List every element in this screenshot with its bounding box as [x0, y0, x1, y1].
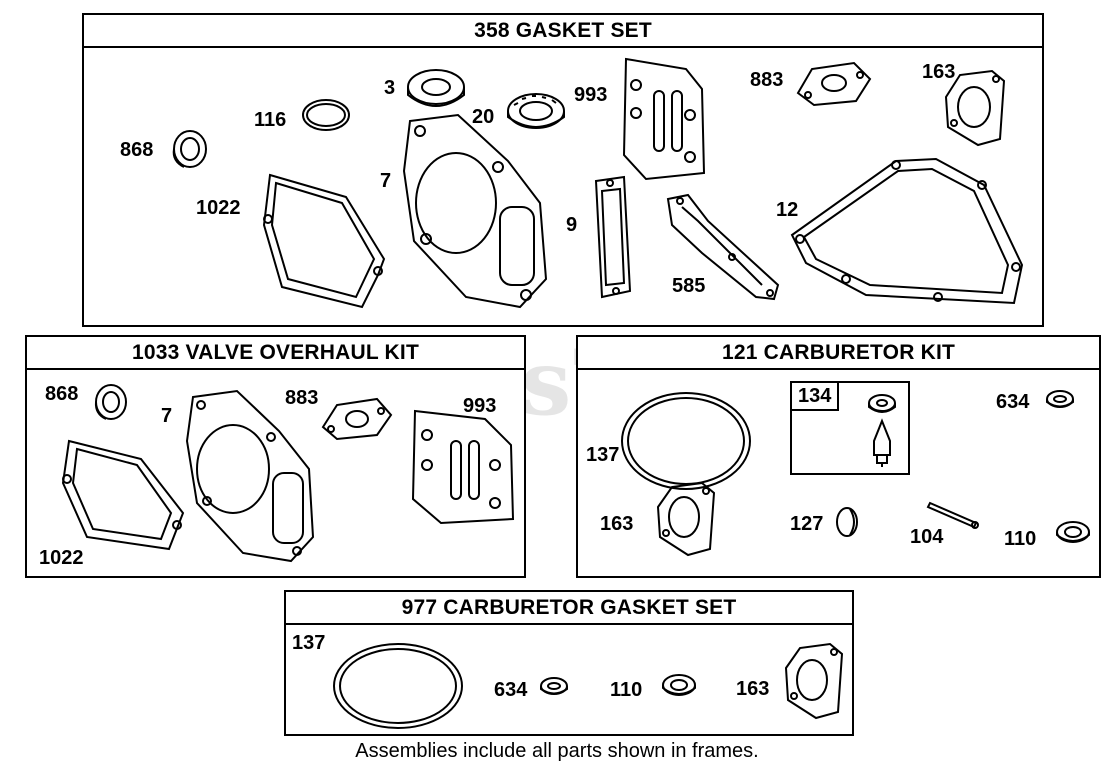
oil-seal-icon [172, 130, 207, 168]
part-label-883: 883 [750, 69, 784, 91]
panel-title: 121 CARBURETOR KIT [578, 337, 1099, 370]
breather-gasket-icon [61, 439, 185, 551]
part-label-9: 9 [566, 214, 578, 236]
part-label-137: 137 [292, 632, 326, 654]
part-label-116: 116 [254, 109, 287, 131]
breather-gasket-icon [262, 173, 386, 309]
part-label-137: 137 [586, 444, 620, 466]
valve-cover-gasket-icon [411, 409, 515, 525]
float-needle-icon [873, 418, 891, 467]
cover-gasket-icon [594, 175, 632, 299]
cylinder-head-gasket-icon [185, 389, 315, 563]
part-label-883: 883 [285, 387, 319, 409]
bearing-ring-icon [507, 93, 565, 129]
part-label-12: 12 [776, 199, 799, 221]
panel-title: 977 CARBURETOR GASKET SET [286, 592, 852, 625]
carburetor-gasket-icon [784, 642, 844, 720]
part-label-7: 7 [380, 170, 392, 192]
panel-gasket-set: 358 GASKET SET 868 116 3 20 993 883 163 … [82, 13, 1044, 327]
bearing-seal-icon [407, 69, 465, 107]
welch-plug-icon [836, 507, 858, 537]
part-label-110: 110 [1004, 528, 1037, 550]
o-ring-icon [333, 643, 463, 729]
intake-gasket-icon [321, 397, 393, 441]
oil-seal-icon [94, 384, 127, 420]
carburetor-gasket-icon [656, 481, 716, 557]
part-label-1022: 1022 [196, 197, 241, 219]
part-label-1022: 1022 [39, 547, 84, 569]
part-label-868: 868 [45, 383, 79, 405]
part-label-993: 993 [574, 84, 608, 106]
intake-gasket-icon [796, 61, 872, 107]
part-label-993: 993 [463, 395, 497, 417]
panel-carburetor-kit: 121 CARBURETOR KIT 137 134 634 163 127 1… [576, 335, 1101, 578]
washer-icon [662, 674, 696, 696]
carburetor-gasket-icon [944, 69, 1006, 147]
part-label-127: 127 [790, 513, 824, 535]
part-label-163: 163 [922, 61, 956, 83]
valve-cover-gasket-icon [622, 57, 706, 181]
part-label-134: 134 [792, 383, 840, 411]
panel-title: 358 GASKET SET [84, 15, 1042, 48]
part-label-3: 3 [384, 77, 396, 99]
washer-icon [540, 677, 568, 695]
part-label-163: 163 [600, 513, 634, 535]
panel-carburetor-gasket-set: 977 CARBURETOR GASKET SET 137 634 110 16… [284, 590, 854, 736]
part-label-634: 634 [996, 391, 1030, 413]
exhaust-gasket-icon [666, 193, 780, 301]
washer-icon [1056, 521, 1090, 543]
subassembly-needle-valve: 134 [790, 381, 910, 475]
part-label-7: 7 [161, 405, 173, 427]
part-label-634: 634 [494, 679, 528, 701]
washer-icon [1046, 390, 1074, 408]
needle-seat-icon [868, 394, 896, 413]
crankcase-gasket-icon [790, 157, 1024, 305]
o-ring-icon [621, 392, 751, 490]
panel-valve-overhaul-kit: 1033 VALVE OVERHAUL KIT 868 7 883 993 10… [25, 335, 526, 578]
part-label-104: 104 [910, 526, 944, 548]
part-label-585: 585 [672, 275, 706, 297]
part-label-110: 110 [610, 679, 643, 701]
cylinder-head-gasket-icon [402, 113, 548, 309]
pin-icon [926, 501, 979, 529]
o-ring-icon [302, 99, 350, 131]
panel-title: 1033 VALVE OVERHAUL KIT [27, 337, 524, 370]
part-label-868: 868 [120, 139, 154, 161]
part-label-163: 163 [736, 678, 770, 700]
footnote: Assemblies include all parts shown in fr… [355, 740, 759, 762]
part-label-20: 20 [472, 106, 495, 128]
